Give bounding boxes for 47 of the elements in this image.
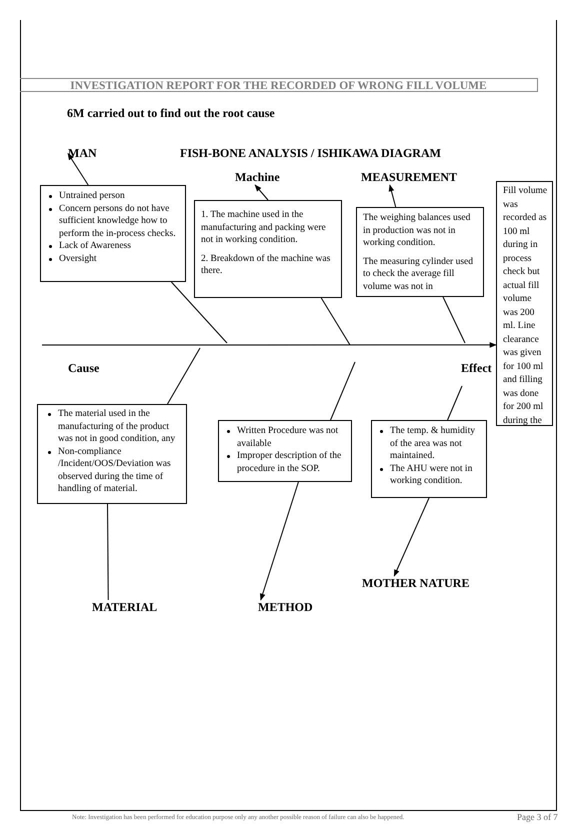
category-label: METHOD — [258, 600, 313, 615]
arrow — [254, 184, 268, 200]
bone-line — [330, 362, 356, 420]
text-box — [40, 185, 186, 282]
arrow — [260, 482, 299, 601]
text-box — [371, 420, 487, 498]
arrow — [68, 152, 89, 186]
paragraph: The weighing balances used in production was not in working condition. — [363, 212, 472, 250]
list-item: The AHU were not in working condition. — [390, 464, 472, 486]
cause-label: Cause — [68, 361, 100, 376]
heading: 6M carried out to find out the root cause — [67, 106, 275, 121]
effect-label: Effect — [461, 361, 492, 376]
paragraph: 1. The machine used in the manufacturing and packing were not in working condition. — [201, 209, 327, 246]
report-title: INVESTIGATION REPORT FOR THE RECORDED OF WRONG FILL VOLUME — [20, 78, 538, 92]
list-item: Lack of Awareness — [59, 241, 131, 251]
category-label: MEASUREMENT — [361, 170, 458, 185]
bone-line — [442, 296, 466, 344]
list-item: Untrained person — [59, 191, 125, 201]
bone-line — [167, 348, 200, 404]
arrow — [388, 184, 396, 208]
category-label: MOTHER NATURE — [362, 576, 470, 591]
list-item: The material used in the manufacturing of the product was not in good condition, any — [58, 409, 176, 444]
text-box — [356, 207, 484, 297]
category-label: Machine — [235, 170, 280, 185]
list-item: Improper description of the procedure in the SOP. — [237, 451, 342, 474]
list-item: Concern persons do not have sufficient knowledge how to perform the in-process checks. — [59, 204, 176, 238]
paragraph: 2. Breakdown of the machine was there. — [201, 252, 332, 278]
list-item: The temp. & humidity of the area was not maintained. — [390, 426, 475, 461]
arrow — [42, 342, 497, 348]
list-item: Oversight — [59, 254, 96, 264]
list-item: Written Procedure was not available — [237, 426, 338, 448]
text-box — [218, 420, 352, 482]
bone-line — [170, 282, 228, 344]
text-box — [496, 181, 553, 426]
bone-line — [320, 298, 350, 346]
category-label: MAN — [68, 146, 97, 161]
text-box — [194, 200, 342, 298]
bone-line — [107, 504, 109, 600]
analysis-heading: FISH-BONE ANALYSIS / ISHIKAWA DIAGRAM — [180, 146, 441, 161]
paragraph: Fill volume was recorded as 100 ml during in process check but actual fill volume was 200 ml. Line clearance was given for 100 ml and filling was done for 200 ml during the — [503, 185, 548, 425]
category-label: MATERIAL — [92, 600, 158, 615]
list-item: Non-compliance /Incident/OOS/Deviation was observed during the time of handling of material. — [58, 446, 171, 494]
bone-line — [447, 386, 462, 420]
page-number: Page 3 of 7 — [517, 812, 558, 822]
arrow — [394, 498, 430, 577]
text-box — [37, 404, 187, 504]
paragraph: The measuring cylinder used to check the average fill volume was not in — [363, 256, 474, 293]
